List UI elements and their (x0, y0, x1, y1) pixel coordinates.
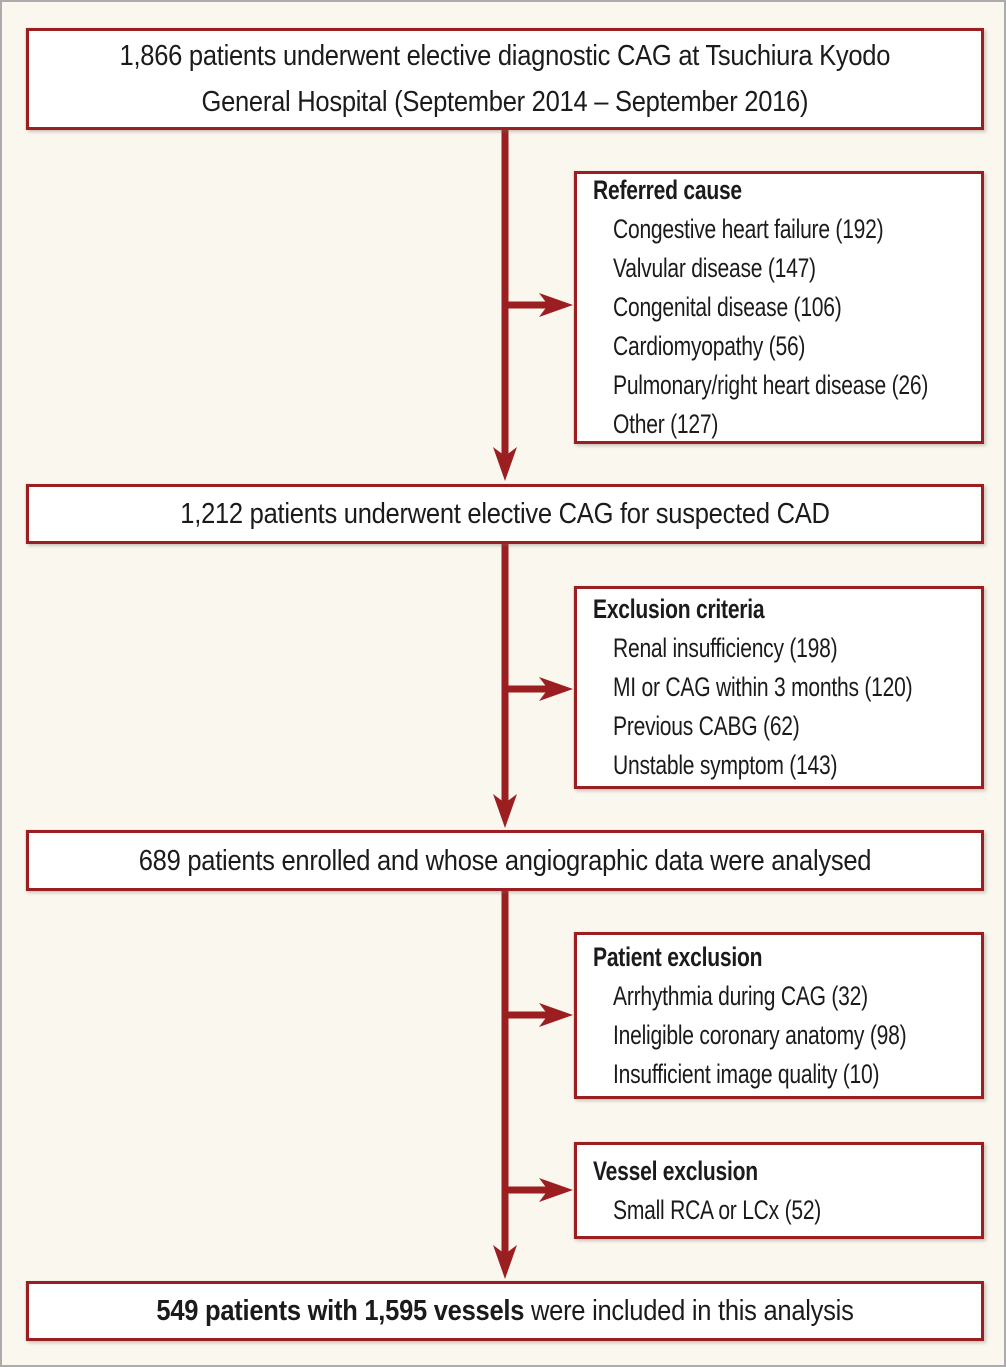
list-item: Unstable symptom (143) (613, 750, 838, 780)
list-item: Small RCA or LCx (52) (613, 1194, 822, 1225)
list-item: Renal insufficiency (198) (613, 633, 838, 663)
side-box-patient-exclusion-title: Patient exclusion (593, 941, 763, 972)
down-arrowhead-icon (493, 794, 517, 828)
list-item: Other (127) (613, 409, 719, 439)
box-enrolled: 689 patients enrolled and whose angiogra… (26, 830, 984, 891)
box-final-analysis: 549 patients with 1,595 vessels were inc… (26, 1281, 984, 1341)
side-box-vessel-exclusion: Vessel exclusion Small RCA or LCx (52) (574, 1142, 984, 1239)
right-arrowhead-icon (539, 1003, 573, 1027)
list-item: Insufficient image quality (10) (613, 1058, 880, 1089)
side-box-referred-cause: Referred cause Congestive heart failure … (574, 171, 984, 444)
side-box-referred-cause-title: Referred cause (593, 175, 742, 205)
box-initial-cohort: 1,866 patients underwent elective diagno… (26, 28, 984, 130)
box-suspected-cad-text: 1,212 patients underwent elective CAG fo… (180, 498, 830, 530)
list-item: Valvular disease (147) (613, 253, 816, 283)
side-box-patient-exclusion: Patient exclusion Arrhythmia during CAG … (574, 932, 984, 1099)
down-arrowhead-icon (493, 447, 517, 481)
box-initial-cohort-line2: General Hospital (September 2014 – Septe… (201, 86, 809, 118)
list-item: Cardiomyopathy (56) (613, 331, 806, 361)
box-suspected-cad: 1,212 patients underwent elective CAG fo… (26, 484, 984, 544)
list-item: Arrhythmia during CAG (32) (613, 980, 868, 1011)
list-item: MI or CAG within 3 months (120) (613, 672, 913, 702)
box-enrolled-text: 689 patients enrolled and whose angiogra… (138, 844, 872, 877)
box-final-analysis-bold-text: 549 patients with 1,595 vessels (156, 1295, 525, 1327)
side-box-vessel-exclusion-title: Vessel exclusion (593, 1155, 758, 1186)
list-item: Congestive heart failure (192) (613, 214, 884, 244)
list-item: Pulmonary/right heart disease (26) (613, 370, 929, 400)
list-item: Ineligible coronary anatomy (98) (613, 1019, 907, 1050)
list-item: Previous CABG (62) (613, 711, 800, 741)
side-box-exclusion-criteria-title: Exclusion criteria (593, 594, 765, 624)
side-box-exclusion-criteria: Exclusion criteria Renal insufficiency (… (574, 586, 984, 789)
down-arrowhead-icon (493, 1245, 517, 1279)
right-arrowhead-icon (539, 1178, 573, 1202)
right-arrowhead-icon (539, 677, 573, 701)
box-final-analysis-text: 549 patients with 1,595 vessels were inc… (86, 1288, 924, 1334)
list-item: Congenital disease (106) (613, 292, 842, 322)
box-initial-cohort-text: 1,866 patients underwent elective diagno… (67, 33, 943, 125)
box-initial-cohort-line1: 1,866 patients underwent elective diagno… (119, 40, 891, 72)
right-arrowhead-icon (539, 293, 573, 317)
box-final-analysis-regular-text: were included in this analysis (524, 1295, 854, 1327)
